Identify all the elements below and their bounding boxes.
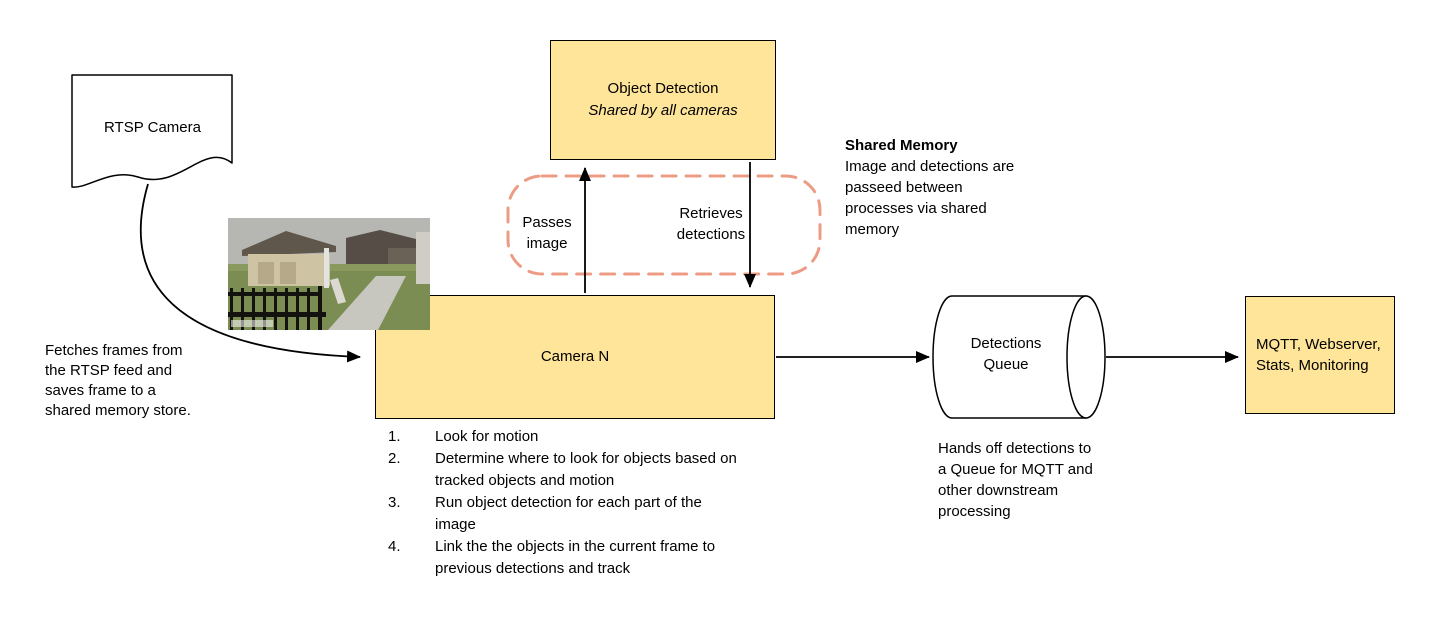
- step-number: 3.: [388, 494, 401, 511]
- list-item: 2. Determine where to look for objects b…: [388, 448, 788, 492]
- camera-n-label: Camera N: [540, 348, 610, 365]
- step-text: Determine where to look for objects base…: [435, 450, 737, 489]
- shared-memory-note-title: Shared Memory: [845, 137, 958, 154]
- step-text: Look for motion: [435, 428, 539, 445]
- shared-memory-note: Shared Memory Image and detections are p…: [845, 135, 1029, 240]
- shared-memory-boundary: [506, 174, 822, 276]
- outputs-label: MQTT, Webserver, Stats, Monitoring: [1256, 336, 1381, 374]
- step-number: 2.: [388, 450, 401, 467]
- retrieves-detections-label: Retrieves detections: [676, 205, 746, 243]
- step-text: Run object detection for each part of th…: [435, 494, 702, 533]
- outputs-node: MQTT, Webserver, Stats, Monitoring: [1245, 296, 1395, 414]
- step-text: Link the the objects in the current fram…: [435, 538, 716, 577]
- passes-image-label: Passes image: [522, 214, 572, 252]
- camera-steps-list: 1. Look for motion 2. Determine where to…: [388, 426, 788, 580]
- list-item: 3. Run object detection for each part of…: [388, 492, 788, 536]
- camera-snapshot-art: [228, 218, 430, 330]
- rtsp-camera-label: RTSP Camera: [104, 119, 201, 136]
- detections-queue-cap: [1066, 295, 1106, 419]
- detections-queue-shape: [932, 295, 1087, 419]
- fetch-frames-note: Fetches frames from the RTSP feed and sa…: [45, 342, 191, 419]
- arrow-rtsp-to-camera: [139, 183, 361, 363]
- object-detection-subtitle: Shared by all cameras: [588, 102, 738, 119]
- object-detection-node: Object Detection Shared by all cameras: [550, 40, 776, 160]
- hands-off-note: Hands off detections to a Queue for MQTT…: [938, 440, 1093, 520]
- list-item: 4. Link the the objects in the current f…: [388, 536, 788, 580]
- shared-memory-note-body: Image and detections are passeed between…: [845, 158, 1015, 238]
- object-detection-title: Object Detection: [607, 80, 719, 97]
- camera-snapshot-image: [228, 218, 430, 330]
- detections-queue-label: Detections Queue: [970, 335, 1042, 373]
- camera-n-node: Camera N: [375, 295, 775, 419]
- list-item: 1. Look for motion: [388, 426, 788, 448]
- step-number: 4.: [388, 538, 401, 555]
- step-number: 1.: [388, 428, 401, 445]
- rtsp-camera-shape: [71, 74, 233, 188]
